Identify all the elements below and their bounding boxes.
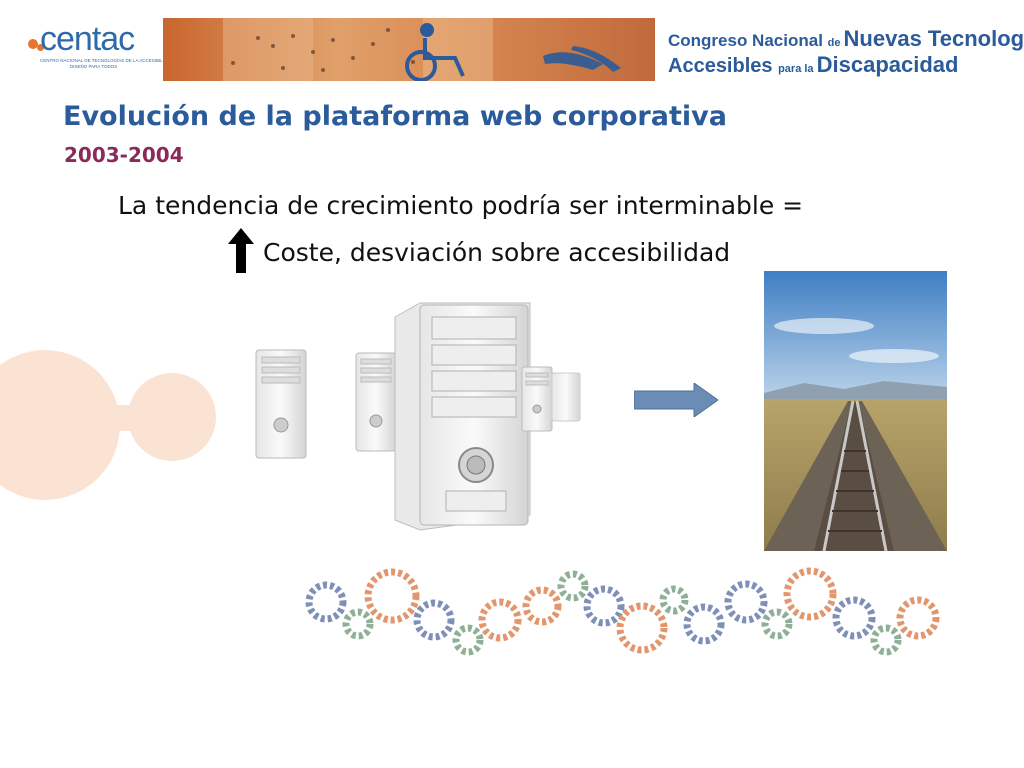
server-large [394, 302, 531, 531]
decorative-bubbles [0, 350, 216, 500]
gears-decoration [305, 567, 940, 656]
body-text-line-2: Coste, desviación sobre accesibilidad [263, 238, 731, 267]
centac-logo: centac CENTRO NACIONAL DE TECNOLOGÍAS DE… [26, 20, 174, 76]
logo-text: centac [40, 20, 135, 58]
logo-dot [37, 44, 44, 51]
server-small-middle [355, 352, 397, 452]
body-text-line-1: La tendencia de crecimiento podría ser i… [118, 191, 804, 220]
logo-subtitle: CENTRO NACIONAL DE TECNOLOGÍAS DE LA ACC… [40, 58, 174, 69]
right-arrow-icon [634, 383, 718, 417]
wheelchair-icon [405, 23, 465, 81]
congress-line-2: Accesibles para la Discapacidad [668, 52, 959, 77]
server-small-left [255, 349, 307, 459]
slide-title: Evolución de la plataforma web corporati… [63, 101, 727, 132]
header-banner-image [163, 18, 655, 81]
congress-title: Congreso Nacional de Nuevas Tecnologías … [668, 24, 1024, 80]
server-small-right [521, 366, 581, 432]
railway-photo [764, 271, 947, 551]
servers-illustration [255, 302, 581, 531]
logo-dot [28, 39, 38, 49]
up-arrow-icon [228, 228, 254, 273]
congress-line-1: Congreso Nacional de Nuevas Tecnologías [668, 26, 1024, 51]
slide-subtitle: 2003-2004 [64, 143, 184, 167]
